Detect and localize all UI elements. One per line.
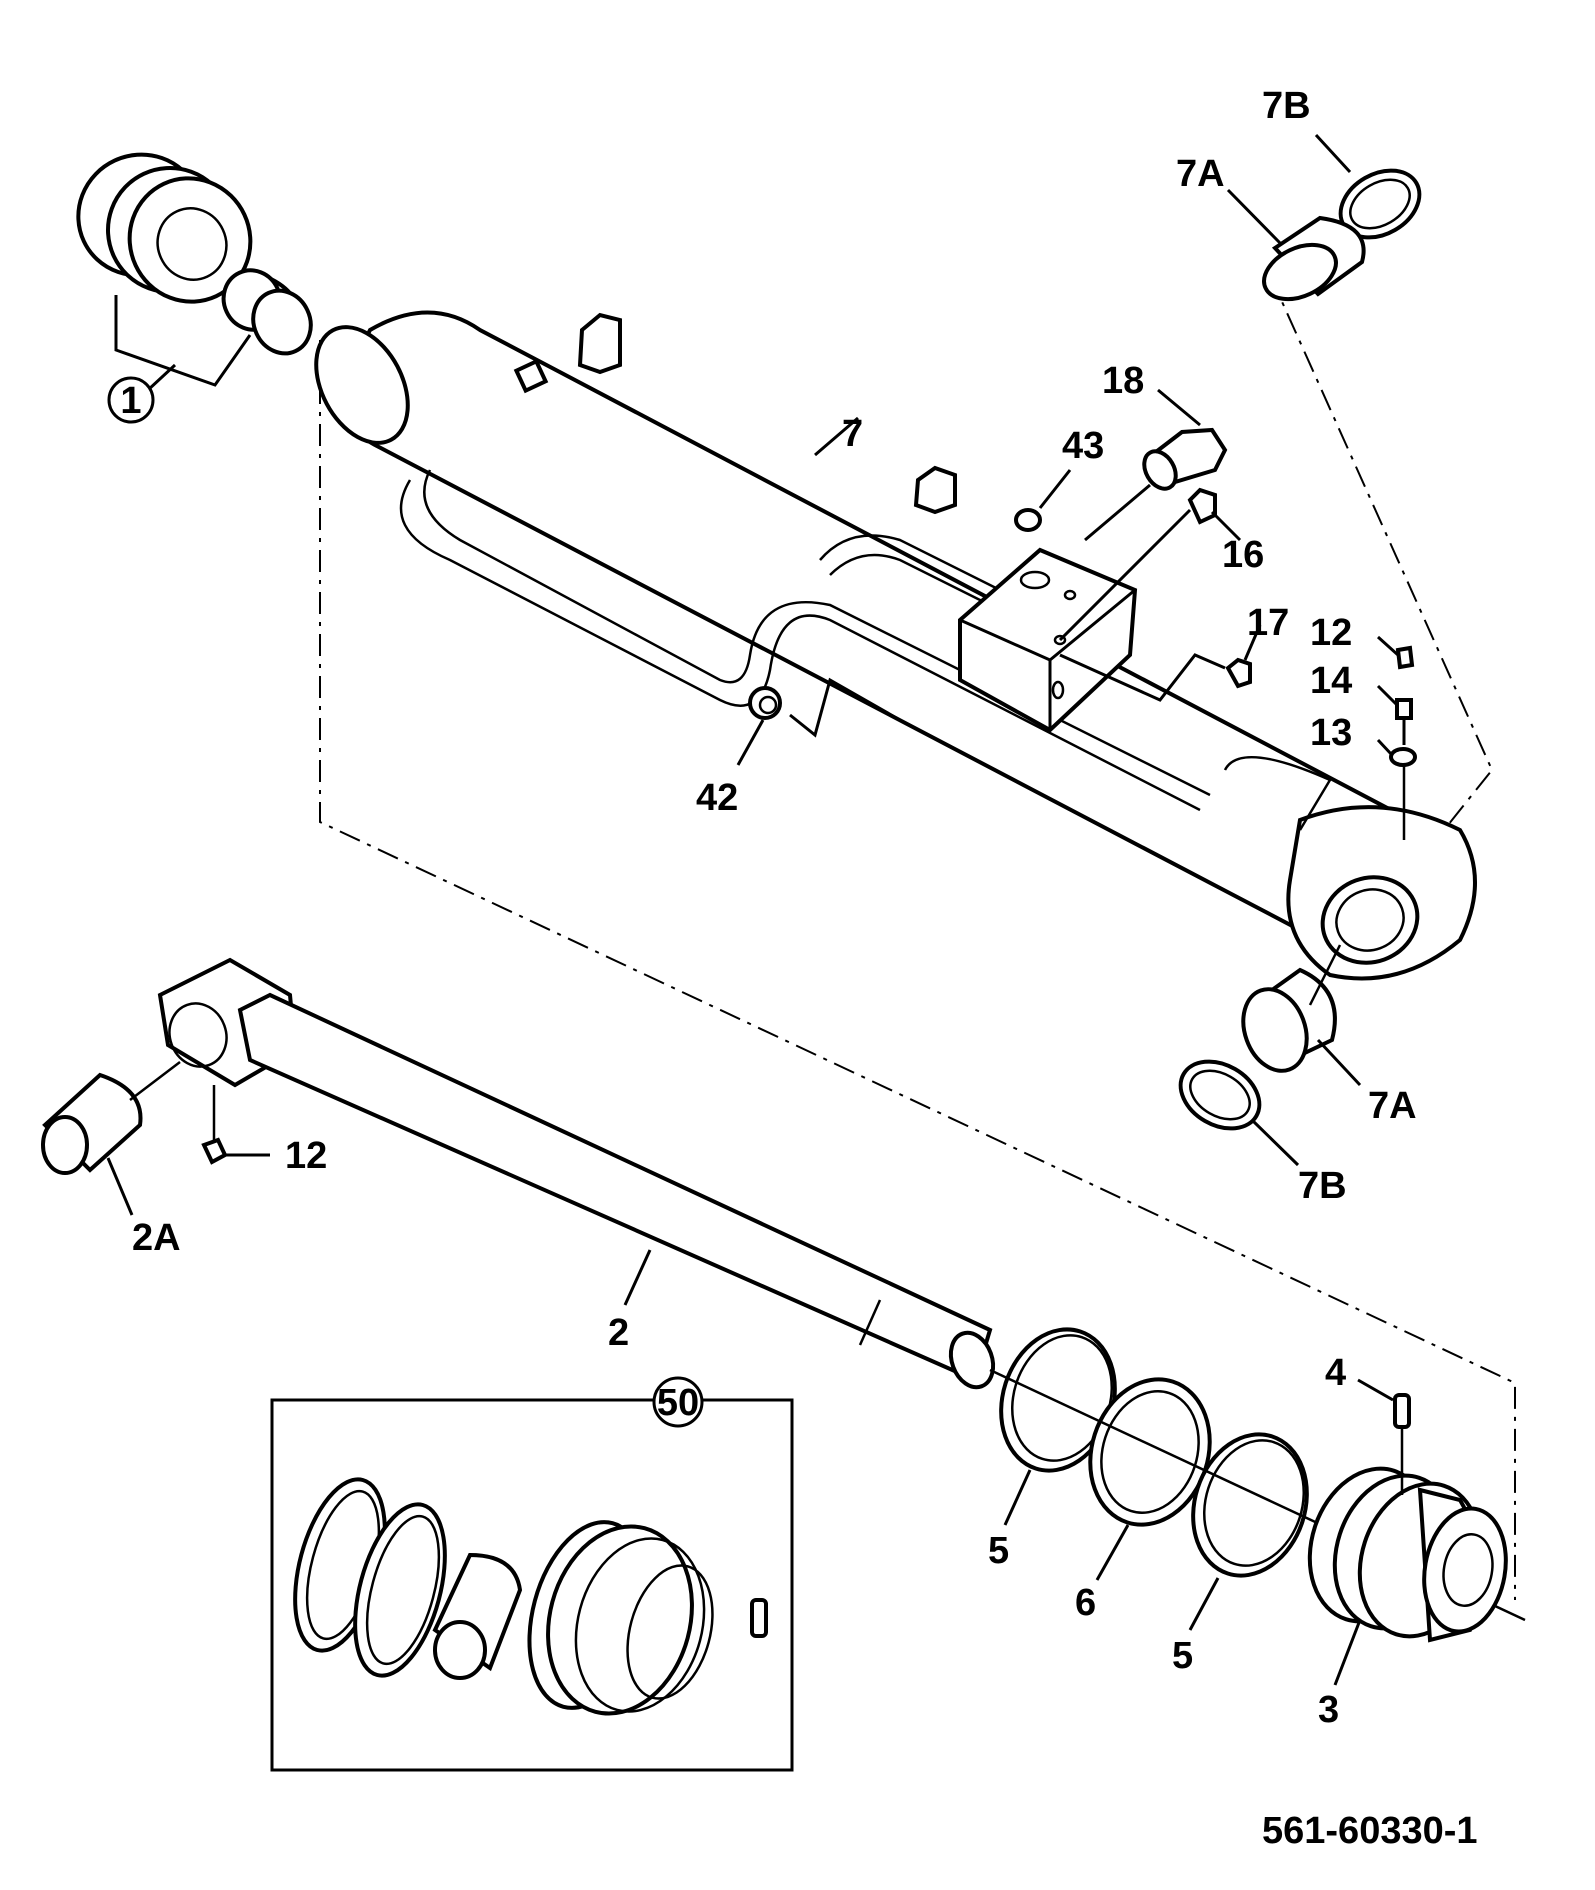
- callout-7b-bottom: 7B: [1298, 1165, 1347, 1207]
- part-cylinder-head: [76, 152, 313, 392]
- part-7b-ring-bottom: [1178, 1059, 1300, 1167]
- callout-12-bottom: 12: [285, 1135, 327, 1177]
- part-43-plug: [1014, 469, 1072, 532]
- part-manifold-block: [958, 547, 1138, 733]
- part-4-pin: [1357, 1378, 1411, 1495]
- part-2a-pin: [41, 1061, 181, 1216]
- part-5-ring-right: [1188, 1432, 1309, 1631]
- callout-7a-top: 7A: [1176, 153, 1225, 195]
- callout-5-right: 5: [1172, 1635, 1193, 1677]
- callout-1-label: 1: [120, 380, 141, 422]
- part-42-plug: [736, 677, 901, 766]
- part-7a-bushing-bottom: [1241, 944, 1362, 1087]
- callout-43: 43: [1062, 425, 1104, 467]
- callout-7a-bottom: 7A: [1368, 1085, 1417, 1127]
- kit-50-box: [270, 1398, 794, 1772]
- callout-3: 3: [1318, 1689, 1339, 1731]
- callout-12-top: 12: [1310, 612, 1352, 654]
- part-16-plug: [1058, 487, 1242, 642]
- callout-42: 42: [696, 777, 738, 819]
- part-12-grease-fitting-bottom: [201, 1085, 270, 1165]
- part-7a-bushing-top: [1226, 188, 1366, 302]
- callout-4: 4: [1325, 1352, 1346, 1394]
- callout-18: 18: [1102, 360, 1144, 402]
- part-grease-fitting-stack: [1376, 635, 1417, 840]
- callout-16: 16: [1222, 534, 1264, 576]
- callout-6: 6: [1075, 1582, 1096, 1624]
- callout-13: 13: [1310, 712, 1352, 754]
- callout-50: 50: [652, 1376, 704, 1428]
- callout-7: 7: [842, 413, 863, 455]
- assembly-guide-lines: [319, 274, 1516, 1600]
- part-18-fitting: [1084, 388, 1228, 542]
- callout-14: 14: [1310, 660, 1352, 702]
- callout-50-label: 50: [657, 1382, 699, 1424]
- callout-2: 2: [608, 1312, 629, 1354]
- callout-2a: 2A: [132, 1217, 181, 1259]
- callout-1: 1: [107, 376, 155, 424]
- part-cylinder-barrel: [314, 310, 1477, 981]
- callout-5-left: 5: [988, 1530, 1009, 1572]
- callout-17: 17: [1247, 602, 1289, 644]
- part-17-plug: [1059, 624, 1262, 702]
- callout-7b-top: 7B: [1262, 85, 1311, 127]
- part-piston-rod: [157, 957, 996, 1390]
- drawing-number: 561-60330-1: [1262, 1810, 1478, 1852]
- part-3-piston: [1307, 1466, 1508, 1686]
